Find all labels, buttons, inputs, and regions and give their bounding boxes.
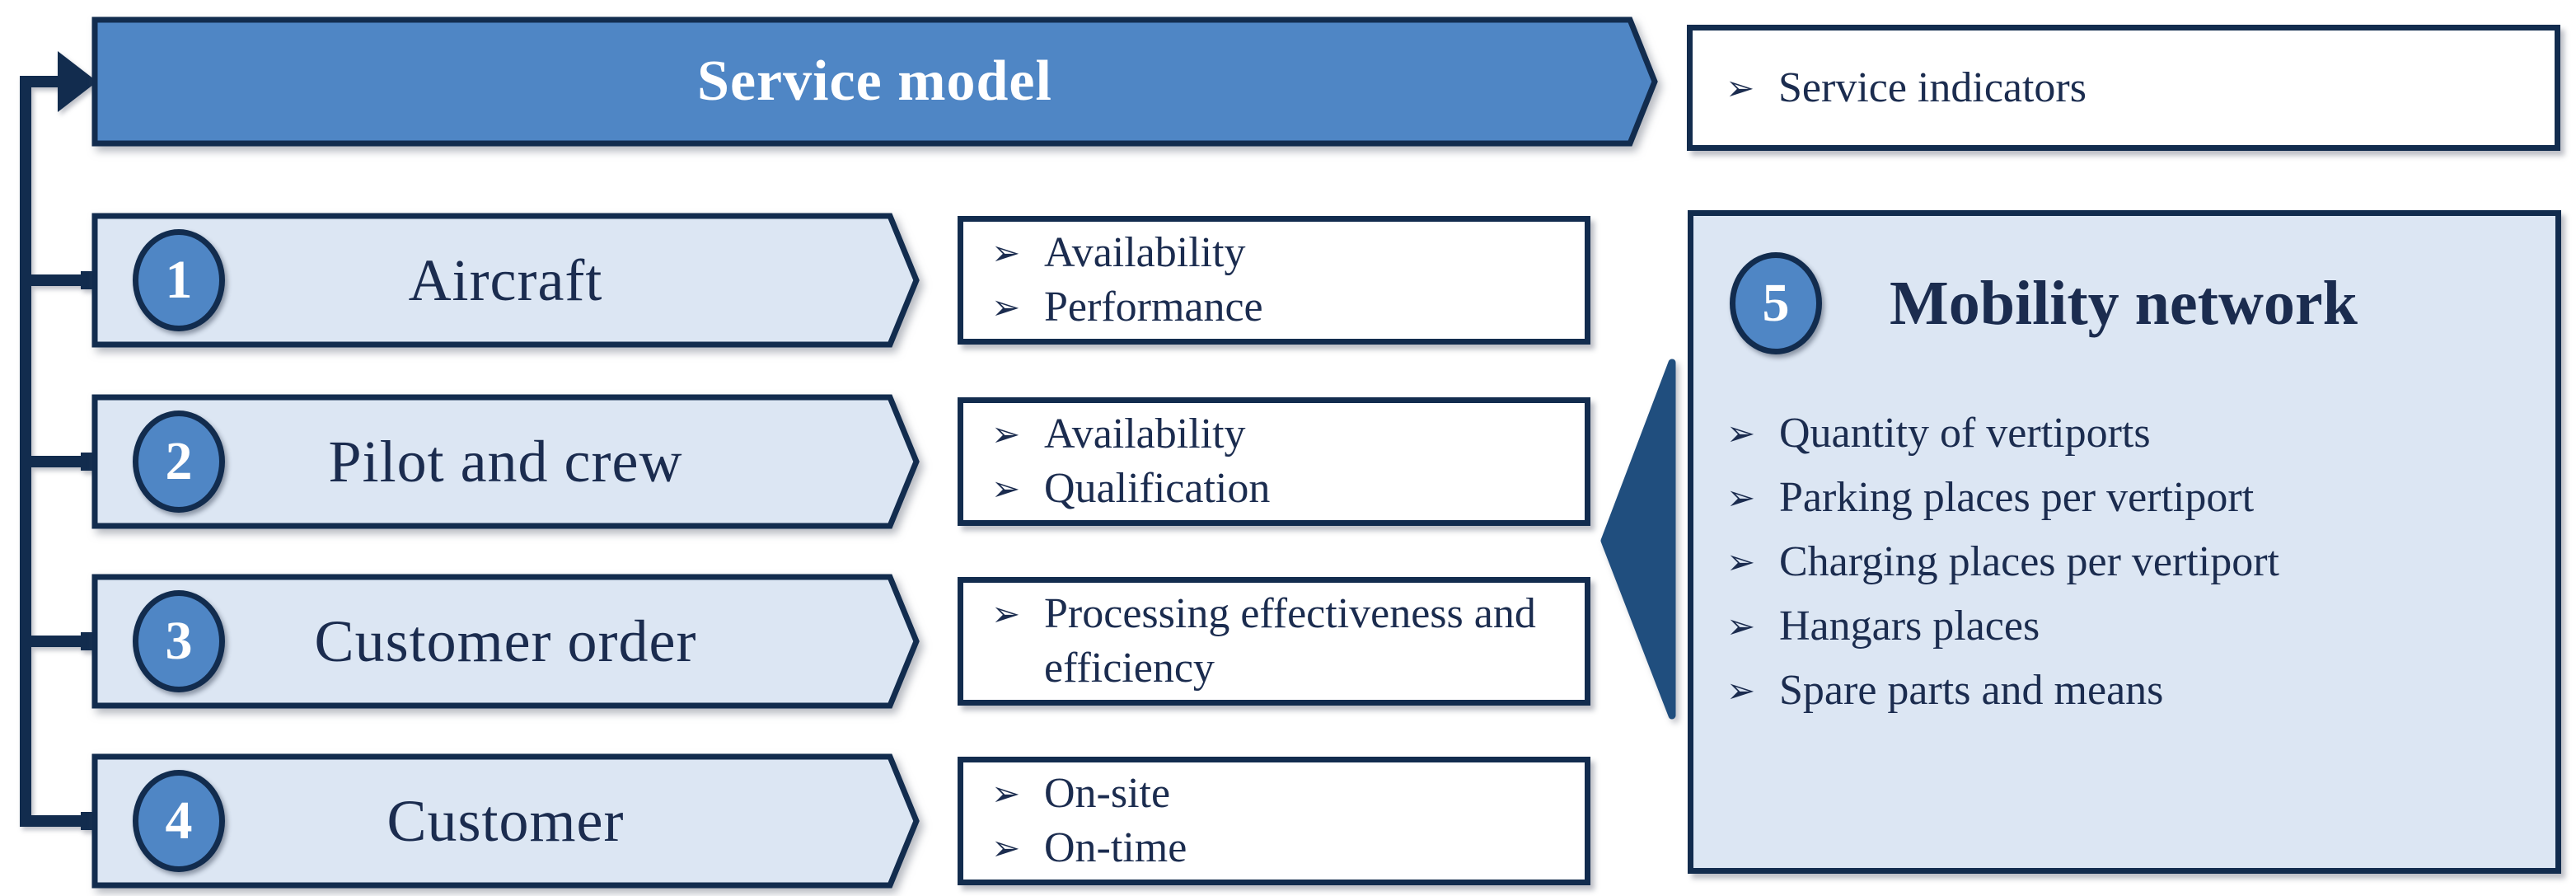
service-indicators-box: ➢ Service indicators — [1687, 25, 2560, 151]
chevron-bullet-icon: ➢ — [1726, 477, 1756, 518]
indicator-item: ➢ Processing effectiveness and efficienc… — [991, 587, 1585, 696]
indicator-box-aircraft: ➢ Availability ➢ Performance — [958, 216, 1590, 345]
indicator-item: ➢ Qualification — [991, 462, 1585, 516]
chevron-bullet-icon: ➢ — [1726, 670, 1756, 711]
stage-number-badge: 2 — [133, 410, 225, 513]
stage-number-badge: 5 — [1730, 252, 1822, 354]
service-model-banner: Service model — [91, 16, 1658, 147]
stage-arrow-shape — [91, 213, 920, 348]
stage-number-badge: 4 — [133, 770, 225, 872]
mobility-left-arrow-icon — [1600, 359, 1676, 720]
indicator-text: Performance — [1044, 284, 1263, 331]
stage-number-badge: 1 — [133, 229, 225, 331]
indicator-text: On-site — [1044, 770, 1171, 817]
mobility-network-title: Mobility network — [1890, 269, 2358, 338]
indicator-text: Quantity of vertiports — [1779, 410, 2151, 457]
indicator-item: ➢ Availability — [991, 407, 1585, 462]
mobility-network-box: 5 Mobility network ➢ Quantity of vertipo… — [1688, 210, 2561, 874]
stage-number-badge: 3 — [133, 590, 225, 692]
indicator-box-customer: ➢ On-site ➢ On-time — [958, 757, 1590, 885]
arrowhead-icon — [58, 51, 97, 112]
indicator-item: ➢ Availability — [991, 226, 1585, 280]
stage-arrow-shape — [91, 394, 920, 529]
stage-row-aircraft: Aircraft 1 — [91, 213, 920, 348]
indicator-item: ➢ Quantity of vertiports — [1726, 410, 2531, 457]
connector-top-stub — [20, 76, 61, 87]
indicator-item: ➢ Hangars places — [1726, 603, 2531, 650]
stage-number: 2 — [165, 431, 193, 491]
banner-title: Service model — [697, 49, 1052, 113]
stage-label: Customer order — [314, 607, 697, 674]
stage-label: Customer — [386, 787, 625, 854]
stage-label: Pilot and crew — [328, 428, 683, 495]
indicator-text: Processing effectiveness and efficiency — [1044, 590, 1536, 692]
indicator-item: ➢ Parking places per vertiport — [1726, 474, 2531, 522]
indicator-item: ➢ Performance — [991, 280, 1585, 335]
indicator-text: Availability — [1044, 229, 1246, 276]
chevron-bullet-icon: ➢ — [1726, 67, 1755, 108]
chevron-bullet-icon: ➢ — [991, 593, 1021, 634]
banner-arrow-shape — [91, 16, 1658, 147]
chevron-bullet-icon: ➢ — [1726, 606, 1756, 646]
stage-number: 3 — [165, 611, 193, 671]
indicator-text: Charging places per vertiport — [1779, 538, 2279, 585]
connector-stub-4 — [20, 815, 84, 827]
chevron-bullet-icon: ➢ — [991, 828, 1021, 868]
connector-stub-3 — [20, 636, 84, 647]
chevron-bullet-icon: ➢ — [1726, 413, 1756, 453]
indicator-item: ➢ On-site — [991, 767, 1585, 821]
indicator-text: Availability — [1044, 410, 1246, 457]
indicator-text: Hangars places — [1779, 603, 2040, 650]
stage-row-pilot-and-crew: Pilot and crew 2 — [91, 394, 920, 529]
chevron-bullet-icon: ➢ — [1726, 542, 1756, 582]
stage-number: 5 — [1762, 273, 1790, 333]
indicator-text: Qualification — [1044, 465, 1271, 512]
stage-row-customer-order: Customer order 3 — [91, 574, 920, 709]
stage-number: 4 — [165, 790, 193, 851]
indicator-box-customer-order: ➢ Processing effectiveness and efficienc… — [958, 577, 1590, 706]
indicator-text: Spare parts and means — [1779, 667, 2164, 714]
indicator-item: ➢ Charging places per vertiport — [1726, 538, 2531, 586]
stage-arrow-shape — [91, 574, 920, 709]
indicator-text: On-time — [1044, 824, 1187, 871]
connector-vertical-line — [20, 76, 31, 827]
indicator-item: ➢ On-time — [991, 821, 1585, 875]
indicator-item: ➢ Service indicators — [1726, 61, 2555, 115]
chevron-bullet-icon: ➢ — [991, 773, 1021, 814]
indicator-box-pilot-and-crew: ➢ Availability ➢ Qualification — [958, 397, 1590, 526]
indicator-text: Service indicators — [1778, 63, 2087, 111]
stage-number: 1 — [165, 250, 193, 310]
indicator-item: ➢ Spare parts and means — [1726, 667, 2531, 715]
stage-arrow-shape — [91, 753, 920, 889]
stage-row-customer: Customer 4 — [91, 753, 920, 889]
chevron-bullet-icon: ➢ — [991, 287, 1021, 327]
chevron-bullet-icon: ➢ — [991, 414, 1021, 454]
chevron-bullet-icon: ➢ — [991, 232, 1021, 273]
mobility-network-list: ➢ Quantity of vertiports ➢ Parking place… — [1726, 410, 2531, 731]
chevron-bullet-icon: ➢ — [991, 468, 1021, 509]
connector-stub-2 — [20, 456, 84, 467]
stage-label: Aircraft — [408, 246, 603, 313]
indicator-text: Parking places per vertiport — [1779, 474, 2255, 521]
connector-stub-1 — [20, 274, 84, 286]
